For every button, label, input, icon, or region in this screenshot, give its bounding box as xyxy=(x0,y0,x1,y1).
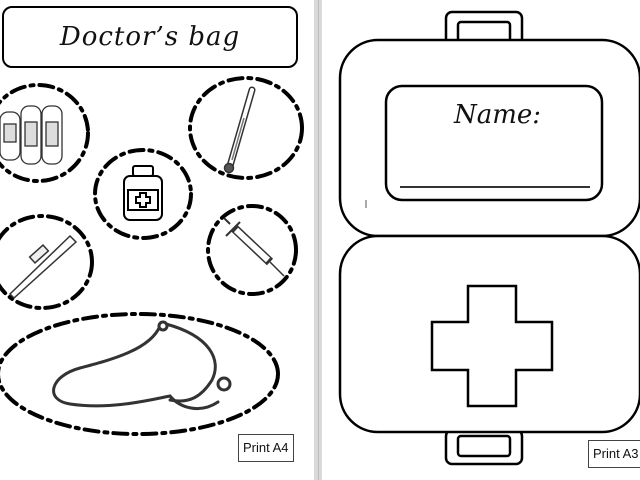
name-write-line[interactable] xyxy=(400,186,590,188)
left-worksheet: Doctor’s bag xyxy=(0,0,314,480)
print-a3-label: Print A3 xyxy=(588,440,640,468)
syringe-icon xyxy=(223,217,285,277)
page-divider xyxy=(318,0,319,480)
cutout-items xyxy=(0,76,304,436)
right-worksheet: Name: Print A3 xyxy=(322,0,640,480)
doctor-bag-icon xyxy=(338,10,640,466)
name-label: Name: xyxy=(454,100,542,130)
cutout-outline-bottle xyxy=(93,148,193,240)
bag-handle-bottom-inner xyxy=(456,434,512,458)
cutout-outline-stethoscope xyxy=(0,312,280,436)
name-box xyxy=(384,84,604,202)
title-box: Doctor’s bag xyxy=(2,6,298,68)
cutout-outline-digital-thermometer xyxy=(0,214,94,310)
worksheet-title: Doctor’s bag xyxy=(59,22,241,52)
bandage-icon xyxy=(0,105,63,165)
medicine-bottle-icon xyxy=(123,165,163,221)
medical-cross-icon xyxy=(430,284,554,408)
print-a4-label: Print A4 xyxy=(238,434,294,462)
digital-thermometer-icon xyxy=(8,234,78,300)
cutout-outline-bandages xyxy=(0,83,90,183)
thermometer-icon xyxy=(223,86,256,174)
cutout-outline-thermometer xyxy=(188,76,304,180)
stethoscope-icon xyxy=(52,320,232,411)
cutout-outline-syringe xyxy=(206,204,298,296)
